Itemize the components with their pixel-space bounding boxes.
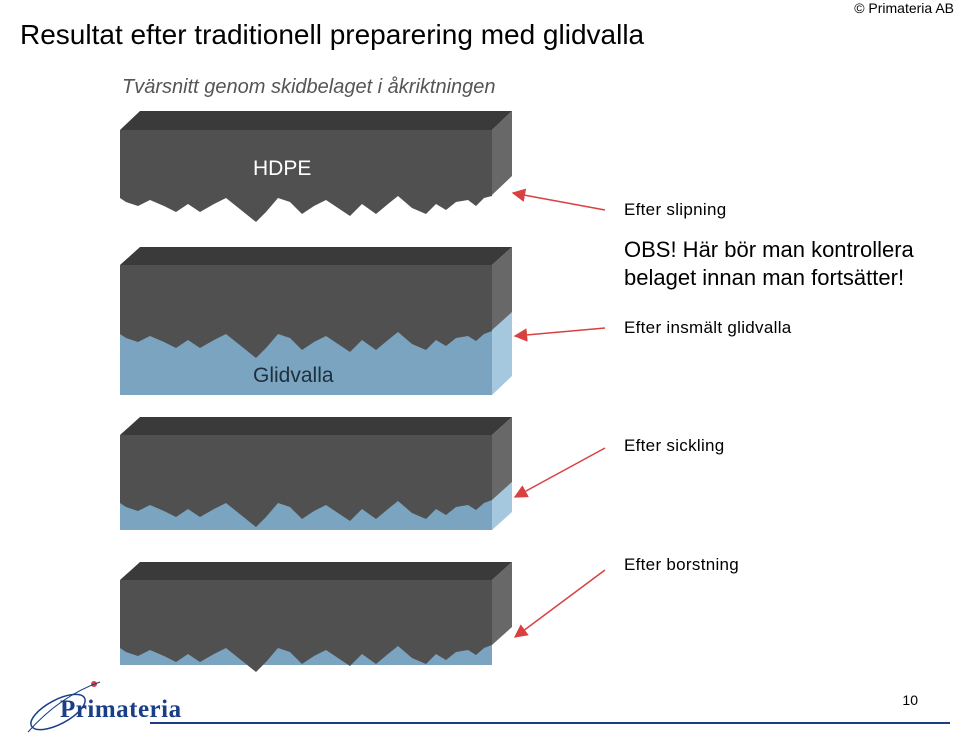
panel-efter-insmalt <box>120 247 512 395</box>
obs-note-line1: OBS! Här bör man kontrollera <box>624 237 914 262</box>
label-efter-borstning: Efter borstning <box>624 555 740 574</box>
arrow-efter-slipning <box>511 188 606 211</box>
page-number: 10 <box>902 692 918 708</box>
hdpe-front-face <box>120 130 492 222</box>
label-efter-slipning: Efter slipning <box>624 200 727 219</box>
arrow-efter-insmalt <box>513 327 606 342</box>
hdpe-side-face <box>492 562 512 645</box>
primateria-logo-text: Primateria <box>60 696 182 723</box>
panel-efter-slipning <box>120 111 512 222</box>
diagram-subtitle: Tvärsnitt genom skidbelaget i åkriktning… <box>122 76 496 98</box>
hdpe-front-face <box>120 435 492 527</box>
panel-efter-sickling <box>120 417 512 530</box>
hdpe-top-face <box>120 417 512 435</box>
hdpe-top-face <box>120 111 512 130</box>
hdpe-top-face <box>120 562 512 580</box>
hdpe-top-face <box>120 247 512 265</box>
page-title: Resultat efter traditionell preparering … <box>20 19 645 50</box>
copyright-text: © Primateria AB <box>854 0 954 16</box>
hdpe-side-face <box>492 111 512 195</box>
wax-side-face <box>492 482 512 530</box>
hdpe-side-face <box>492 247 512 330</box>
hdpe-side-face <box>492 417 512 500</box>
wax-side-face <box>492 310 512 395</box>
obs-note: OBS! Här bör man kontrollera belaget inn… <box>624 236 914 292</box>
hdpe-front-face <box>120 265 492 358</box>
panel-efter-borstning <box>120 562 512 672</box>
glidvalla-label: Glidvalla <box>253 364 334 387</box>
primateria-logo-icon <box>27 681 101 733</box>
footer-divider <box>150 722 950 724</box>
arrow-efter-borstning <box>513 569 606 638</box>
arrow-efter-sickling <box>513 447 606 498</box>
label-efter-insmalt: Efter insmält glidvalla <box>624 318 792 337</box>
hdpe-label: HDPE <box>253 157 312 180</box>
label-efter-sickling: Efter sickling <box>624 436 725 455</box>
obs-note-line2: belaget innan man fortsätter! <box>624 265 905 290</box>
hdpe-front-face <box>120 580 492 672</box>
